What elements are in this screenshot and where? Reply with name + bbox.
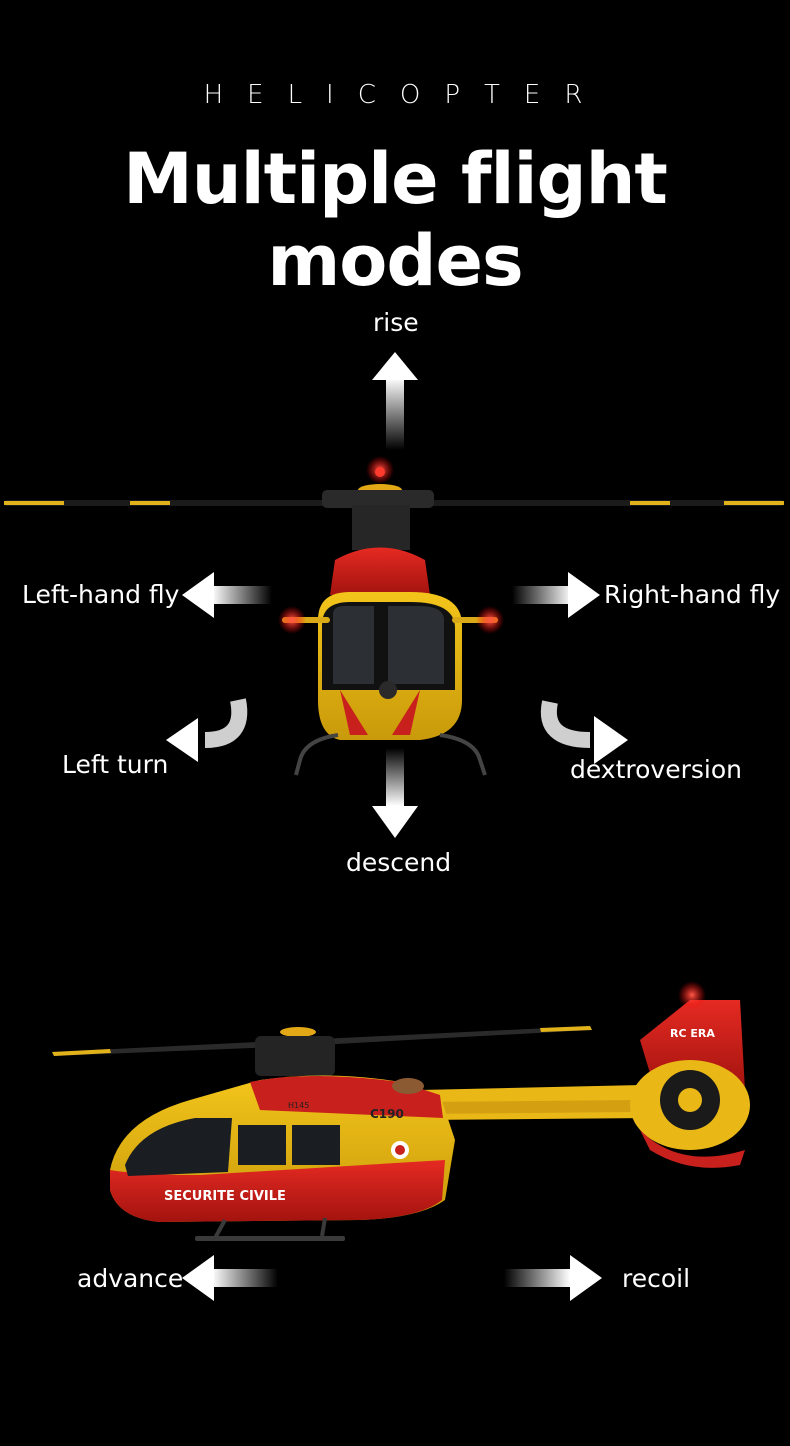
right-fly-label: Right-hand fly: [604, 580, 781, 609]
left-turn-arrow-icon: [166, 698, 248, 762]
descend-label: descend: [346, 848, 452, 877]
brand-logo-text: RC ERA: [670, 1027, 715, 1040]
right-fly-arrow-icon: [512, 572, 600, 618]
tail-code-text: C190: [370, 1107, 404, 1121]
model-mark-text: H145: [288, 1101, 309, 1110]
right-turn-label: dextroversion: [570, 755, 742, 784]
advance-arrow-icon: [182, 1255, 278, 1301]
eyebrow-title: HELICOPTER: [203, 80, 607, 110]
left-fly-arrow-icon: [182, 572, 272, 618]
livery-text: SECURITE CIVILE: [164, 1189, 286, 1204]
rise-arrow-icon: [372, 352, 418, 450]
left-fly-label: Left-hand fly: [22, 580, 180, 609]
advance-label: advance: [77, 1264, 184, 1293]
right-turn-arrow-icon: [540, 700, 628, 764]
recoil-arrow-icon: [504, 1255, 602, 1301]
rise-label: rise: [373, 308, 419, 337]
descend-arrow-icon: [372, 748, 418, 838]
recoil-label: recoil: [622, 1264, 691, 1293]
left-turn-label: Left turn: [62, 750, 169, 779]
helicopter-side-view: [52, 981, 750, 1241]
page-title: Multiple flight modes: [123, 138, 668, 302]
helicopter-front-view: [4, 456, 784, 776]
